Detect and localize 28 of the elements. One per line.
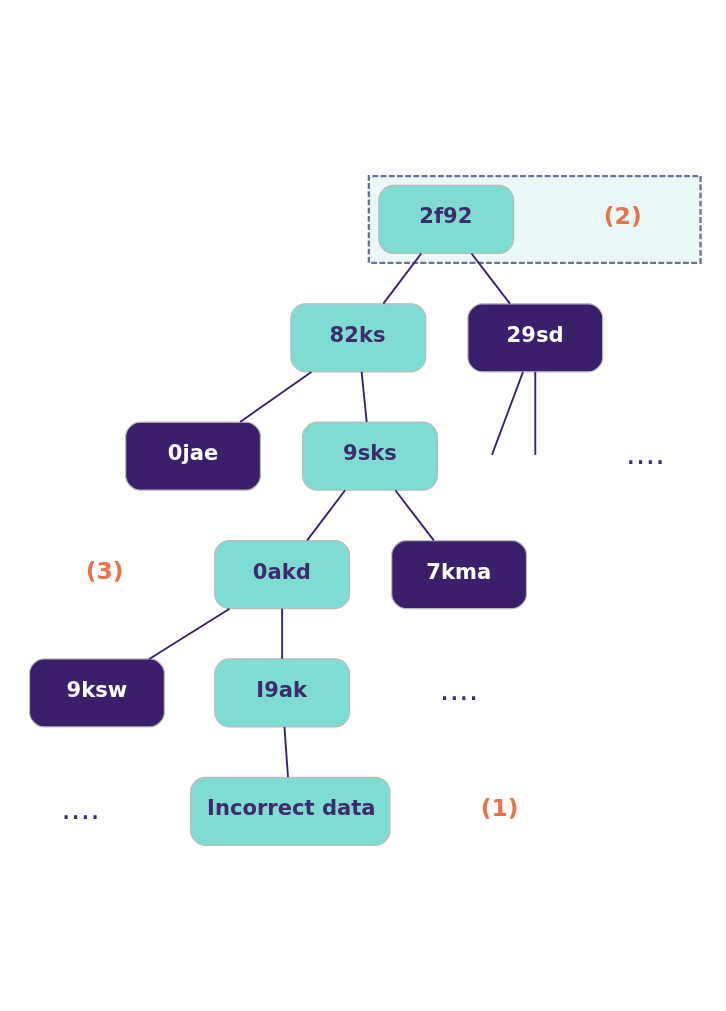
connector	[534, 370, 537, 456]
connector	[491, 370, 524, 456]
node-label: (2)	[603, 201, 642, 230]
cluster	[367, 174, 702, 264]
connector	[306, 488, 346, 541]
connector	[281, 607, 284, 660]
node-label: (1)	[480, 793, 519, 822]
node-box: 0jae	[125, 421, 262, 491]
connector	[283, 725, 289, 778]
label: ....	[626, 435, 665, 471]
node-box: 0akd	[214, 539, 351, 609]
node-box: 29sd	[467, 302, 604, 372]
connector	[148, 607, 231, 660]
node-box: Incorrect data	[190, 776, 391, 846]
connector	[382, 252, 423, 305]
node-box: 82ks	[290, 302, 427, 372]
connector	[470, 252, 511, 305]
label: ....	[61, 790, 100, 826]
connector	[360, 370, 368, 423]
node-box: 9sks	[302, 421, 438, 491]
node-label: (3)	[85, 556, 124, 585]
connector	[239, 370, 313, 423]
connector	[394, 488, 435, 541]
label: ....	[439, 671, 479, 707]
node-box: 9ksw	[28, 657, 165, 727]
node-box: 2f92	[378, 184, 515, 254]
node-box: I9ak	[214, 657, 351, 727]
node-box: 7kma	[391, 539, 528, 609]
